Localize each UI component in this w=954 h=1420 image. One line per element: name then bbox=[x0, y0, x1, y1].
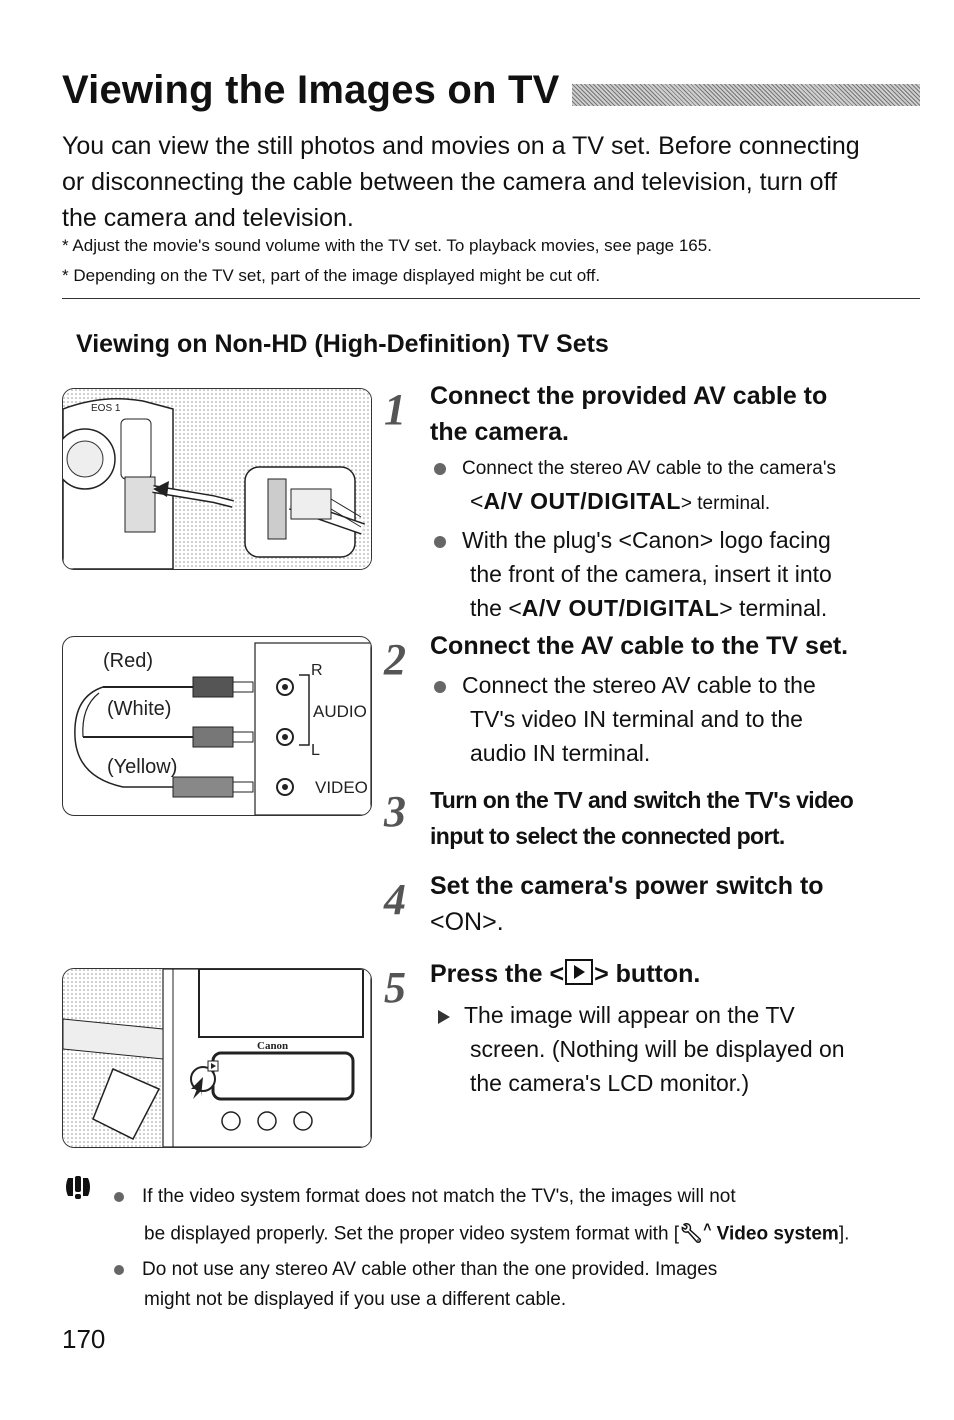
bullet-icon bbox=[434, 680, 446, 693]
step-number: 3 bbox=[384, 787, 406, 836]
list-item: Do not use any stereo AV cable other tha… bbox=[114, 1255, 914, 1285]
caution-suffix: ]. bbox=[838, 1223, 850, 1245]
note-cutoff: * Depending on the TV set, part of the i… bbox=[62, 266, 601, 285]
playback-icon bbox=[565, 959, 594, 985]
av-cable-svg: (Red) (White) (Yellow) R AUDIO L VIDEO bbox=[74, 642, 371, 815]
step-heading-line: the camera. bbox=[430, 418, 569, 446]
port-r-label: R bbox=[311, 662, 323, 679]
cable-white-label: (White) bbox=[107, 698, 171, 720]
port-audio-label: AUDIO bbox=[313, 702, 367, 721]
terminal-suffix: > terminal. bbox=[719, 595, 828, 621]
terminal-name: A/V OUT/DIGITAL bbox=[521, 595, 720, 621]
step-1-bullets: Connect the stereo AV cable to the camer… bbox=[434, 454, 924, 625]
terminal-prefix: < bbox=[470, 488, 484, 514]
bullet-icon bbox=[114, 1191, 124, 1202]
caution-text: If the video system format does not matc… bbox=[142, 1186, 736, 1207]
step-number: 5 bbox=[384, 963, 406, 1012]
step-3-heading: Turn on the TV and switch the TV's video… bbox=[430, 782, 930, 854]
av-cable-illustration: (Red) (White) (Yellow) R AUDIO L VIDEO bbox=[62, 636, 372, 816]
caution-text: might not be displayed if you use a diff… bbox=[144, 1289, 567, 1311]
bullet-text: With the plug's <Canon> logo facing bbox=[462, 527, 831, 553]
port-video-label: VIDEO bbox=[315, 778, 368, 797]
playback-button-illustration: Canon bbox=[62, 968, 372, 1148]
camera-terminal-illustration: EOS 1 bbox=[62, 388, 372, 570]
terminal-suffix: > terminal. bbox=[680, 493, 771, 514]
step-2-bullets: Connect the stereo AV cable to the TV's … bbox=[434, 668, 924, 770]
caution-text: Do not use any stereo AV cable other tha… bbox=[142, 1259, 718, 1281]
result-text: the camera's LCD monitor.) bbox=[470, 1070, 750, 1096]
list-item: If the video system format does not matc… bbox=[114, 1182, 914, 1212]
intro-line: or disconnecting the cable between the c… bbox=[62, 168, 838, 196]
cable-yellow-label: (Yellow) bbox=[107, 756, 177, 778]
camera-back-svg: Canon bbox=[63, 969, 371, 1147]
port-l-label: L bbox=[311, 742, 320, 759]
caution-icon bbox=[66, 1176, 90, 1199]
step-number: 1 bbox=[384, 385, 406, 434]
result-arrow-icon bbox=[438, 1009, 450, 1024]
step-4-heading: Set the camera's power switch to <ON>. bbox=[430, 868, 930, 940]
menu-tab-marker-icon: ˄ bbox=[703, 1219, 712, 1235]
section-heading: Viewing on Non-HD (High-Definition) TV S… bbox=[76, 330, 609, 358]
bullet-text: audio IN terminal. bbox=[470, 740, 651, 766]
wrench-icon: 🔧︎ bbox=[679, 1223, 704, 1245]
step-heading-line: input to select the connected port. bbox=[430, 823, 785, 849]
terminal-name: A/V OUT/DIGITAL bbox=[483, 488, 681, 514]
terminal-prefix: the < bbox=[470, 595, 522, 621]
caution-list: If the video system format does not matc… bbox=[114, 1182, 914, 1315]
terminal-line: the <A/V OUT/DIGITAL> terminal. bbox=[434, 591, 924, 625]
step-1-heading: Connect the provided AV cable to the cam… bbox=[430, 378, 930, 450]
caution-line: be displayed properly. Set the proper vi… bbox=[114, 1212, 914, 1249]
bullet-text: the front of the camera, insert it into bbox=[470, 561, 832, 587]
step-number: 2 bbox=[384, 635, 406, 684]
list-item: Connect the stereo AV cable to the bbox=[434, 668, 924, 702]
result-text: The image will appear on the TV bbox=[464, 1002, 795, 1028]
bullet-icon bbox=[114, 1265, 124, 1276]
step-heading-line: Set the camera's power switch to bbox=[430, 872, 824, 900]
step-heading-prefix: Press the < bbox=[430, 960, 565, 988]
bullet-icon bbox=[434, 535, 446, 548]
page-number: 170 bbox=[62, 1324, 106, 1354]
step-2-heading: Connect the AV cable to the TV set. bbox=[430, 632, 849, 660]
camera-model-label: EOS 1 bbox=[91, 403, 121, 414]
list-item: With the plug's <Canon> logo facing bbox=[434, 523, 924, 557]
caution-text: be displayed properly. Set the proper vi… bbox=[144, 1223, 680, 1245]
intro-paragraph: You can view the still photos and movies… bbox=[62, 128, 932, 236]
menu-item-name: Video system bbox=[716, 1223, 839, 1245]
camera-illustration-svg: EOS 1 bbox=[63, 389, 371, 569]
step-heading-line: Turn on the TV and switch the TV's video bbox=[430, 787, 854, 813]
intro-line: the camera and television. bbox=[62, 204, 354, 232]
bullet-icon bbox=[434, 462, 446, 475]
bullet-text: Connect the stereo AV cable to the bbox=[462, 672, 816, 698]
list-item: Connect the stereo AV cable to the camer… bbox=[434, 454, 924, 484]
divider bbox=[62, 298, 920, 299]
cable-red-label: (Red) bbox=[103, 650, 153, 672]
result-text: screen. (Nothing will be displayed on bbox=[470, 1036, 845, 1062]
bullet-text: TV's video IN terminal and to the bbox=[470, 706, 803, 732]
terminal-line: <A/V OUT/DIGITAL> terminal. bbox=[434, 484, 924, 521]
step-heading-suffix: > button. bbox=[594, 960, 701, 988]
step-heading-line: <ON>. bbox=[430, 908, 504, 936]
note-volume: * Adjust the movie's sound volume with t… bbox=[62, 236, 712, 255]
step-number: 4 bbox=[384, 875, 406, 924]
result-item: The image will appear on the TV bbox=[438, 998, 928, 1032]
intro-line: You can view the still photos and movies… bbox=[62, 132, 860, 160]
step-5-heading: Press the < > button. bbox=[430, 956, 700, 992]
title-decoration-bar bbox=[572, 84, 920, 106]
bullet-text: Connect the stereo AV cable to the camer… bbox=[462, 458, 836, 479]
camera-brand-label: Canon bbox=[257, 1040, 288, 1052]
page-title: Viewing the Images on TV bbox=[62, 68, 560, 112]
step-5-result: The image will appear on the TV screen. … bbox=[438, 998, 928, 1100]
step-heading-line: Connect the provided AV cable to bbox=[430, 382, 828, 410]
